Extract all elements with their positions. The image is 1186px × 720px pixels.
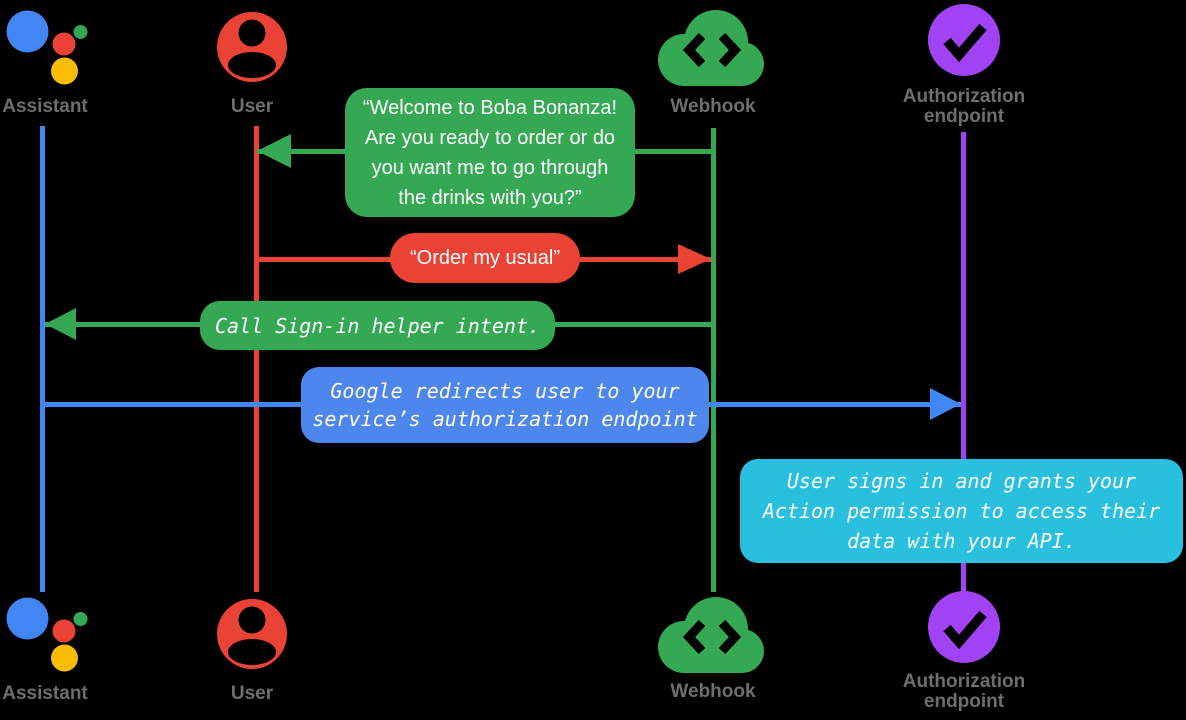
message-signin-helper: Call Sign-in helper intent.	[200, 301, 555, 350]
checkmark-circle-icon	[928, 4, 1000, 76]
lifeline-user	[254, 126, 259, 592]
google-assistant-logo-icon	[6, 10, 88, 85]
lifeline-webhook	[711, 128, 716, 592]
arrowhead-right-icon	[930, 388, 961, 420]
lifeline-authorization-endpoint	[961, 132, 966, 592]
arrowhead-left-icon	[257, 134, 291, 168]
google-assistant-logo-icon	[6, 597, 88, 672]
actor-label-auth-bottom: Authorization endpoint	[902, 671, 1026, 712]
actor-label-webhook-bottom: Webhook	[670, 681, 756, 702]
cloud-code-icon	[658, 10, 764, 86]
message-order-bubble: “Order my usual”	[390, 233, 580, 283]
arrowhead-right-icon	[678, 244, 711, 274]
checkmark-circle-icon	[928, 591, 1000, 663]
person-icon	[217, 12, 287, 82]
message-redirect: Google redirects user to your service’s …	[301, 367, 709, 443]
message-welcome-bubble: “Welcome to Boba Bonanza! Are you ready …	[345, 88, 635, 217]
person-icon	[217, 599, 287, 669]
actor-label-auth-top: Authorization endpoint	[902, 86, 1026, 127]
actor-label-assistant-bottom: Assistant	[2, 683, 88, 704]
lifeline-assistant	[40, 126, 45, 592]
actor-label-user-top: User	[230, 96, 274, 117]
actor-label-assistant-top: Assistant	[2, 96, 88, 117]
cloud-code-icon	[658, 597, 764, 673]
message-user-grants: User signs in and grants your Action per…	[740, 459, 1183, 563]
actor-label-user-bottom: User	[230, 683, 274, 704]
arrowhead-left-icon	[45, 308, 76, 340]
actor-label-webhook-top: Webhook	[670, 96, 756, 117]
